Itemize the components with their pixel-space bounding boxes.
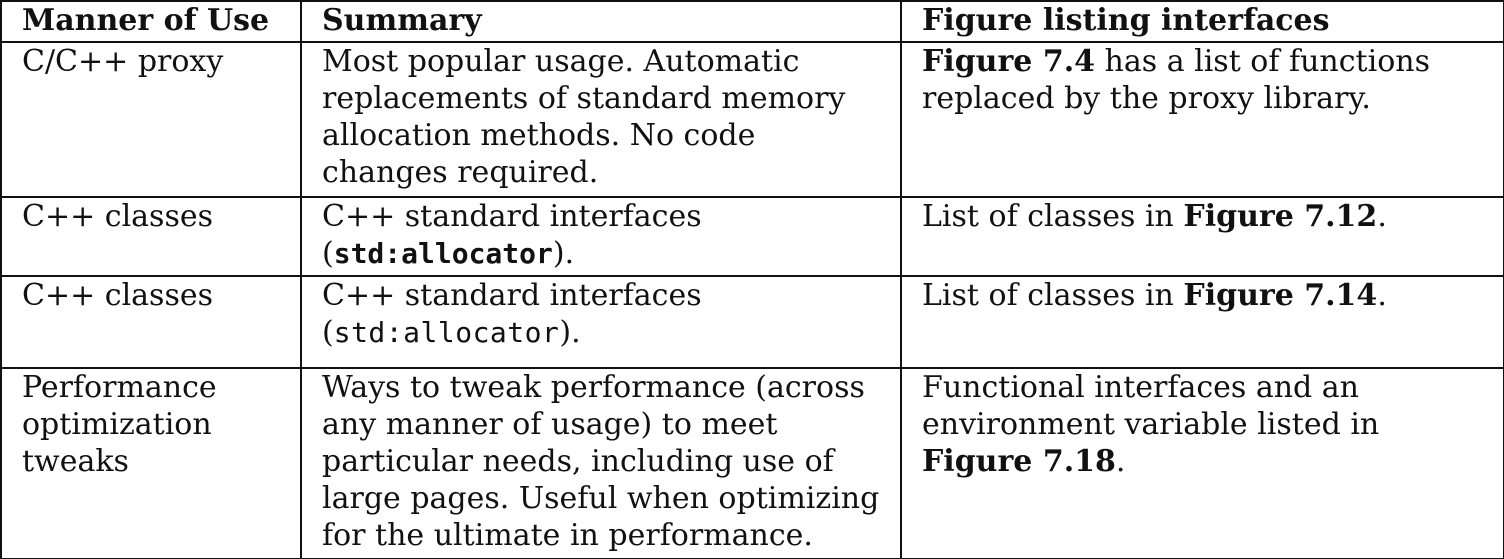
cell-figure: List of classes in Figure 7.12. [900, 196, 1504, 277]
summary-suffix: ). [552, 236, 575, 271]
header-summary: Summary [300, 0, 902, 43]
table-row: C++ classes C++ standard interfaces (std… [0, 196, 1504, 277]
figure-reference: Figure 7.14 [1183, 278, 1378, 313]
cell-summary: C++ standard interfaces (std:allocator). [300, 196, 902, 277]
figure-reference: Figure 7.12 [1183, 199, 1378, 234]
cell-summary: Most popular usage. Automatic replacemen… [300, 41, 902, 198]
cell-manner: C++ classes [0, 275, 302, 369]
table-row: Performance optimization tweaks Ways to … [0, 367, 1504, 559]
table-row: C++ classes C++ standard interfaces (std… [0, 275, 1504, 369]
header-manner-of-use: Manner of Use [0, 0, 302, 43]
cell-figure: Functional interfaces and an environment… [900, 367, 1504, 559]
figure-reference: Figure 7.4 [922, 44, 1096, 79]
table-row: C/C++ proxy Most popular usage. Automati… [0, 41, 1504, 198]
cell-figure: List of classes in Figure 7.14. [900, 275, 1504, 369]
cell-manner: C++ classes [0, 196, 302, 277]
figure-prefix: Functional interfaces and an environment… [922, 370, 1380, 442]
figure-suffix: . [1377, 278, 1387, 313]
cell-summary: Ways to tweak performance (across any ma… [300, 367, 902, 559]
cell-figure: Figure 7.4 has a list of functions repla… [900, 41, 1504, 198]
figure-prefix: List of classes in [922, 278, 1184, 313]
cell-manner: C/C++ proxy [0, 41, 302, 198]
summary-suffix: ). [559, 315, 581, 350]
figure-prefix: List of classes in [922, 199, 1184, 234]
figure-suffix: . [1115, 444, 1126, 479]
figure-reference: Figure 7.18 [922, 444, 1116, 479]
summary-code: std:allocator [333, 237, 553, 270]
figure-text: has a list of functions replaced by the … [922, 44, 1430, 116]
cell-manner: Performance optimization tweaks [0, 367, 302, 559]
figure-suffix: . [1377, 199, 1387, 234]
cell-summary: C++ standard interfaces (std:allocator). [300, 275, 902, 369]
header-figure-listing: Figure listing interfaces [900, 0, 1504, 43]
table-header-row: Manner of Use Summary Figure listing int… [0, 0, 1504, 43]
summary-prefix: C++ standard interfaces ( [322, 199, 702, 271]
summary-code: std:allocator [333, 316, 560, 349]
summary-prefix: C++ standard interfaces ( [322, 278, 702, 350]
